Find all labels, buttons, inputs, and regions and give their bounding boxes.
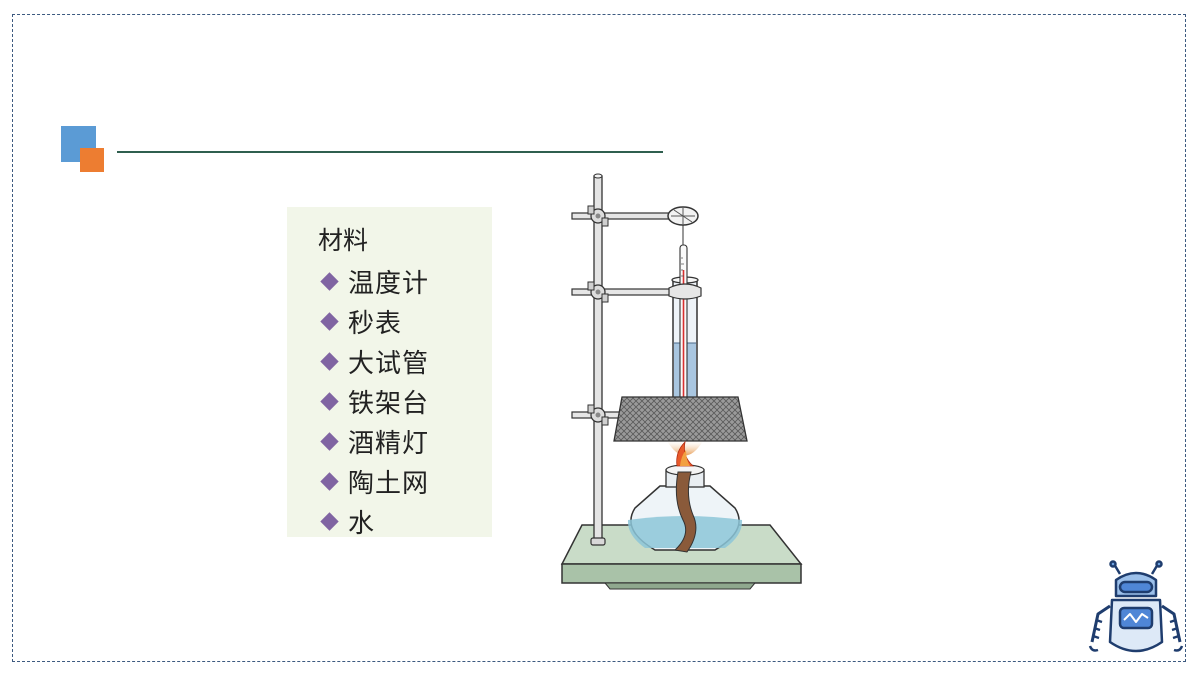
materials-item-label: 陶土网 — [348, 468, 430, 499]
materials-item: 铁架台 — [318, 381, 492, 421]
title-underline — [117, 151, 663, 153]
materials-item: 大试管 — [318, 341, 492, 381]
materials-title: 材料 — [318, 226, 369, 255]
materials-item-label: 大试管 — [348, 348, 430, 379]
materials-item: 温度计 — [318, 261, 492, 301]
top-ring-clamp — [571, 205, 699, 227]
gauze-clamp — [571, 404, 653, 426]
diamond-bullet-icon — [320, 391, 339, 411]
orange-square-decoration — [80, 148, 104, 172]
ceramic-gauze — [613, 396, 748, 442]
tube-clamp-jaws — [668, 283, 702, 300]
materials-item-label: 水 — [348, 508, 376, 539]
materials-item-label: 铁架台 — [348, 388, 430, 419]
diamond-bullet-icon — [320, 431, 339, 451]
diamond-bullet-icon — [320, 311, 339, 331]
materials-list: 温度计 秒表 大试管 铁架台 酒精灯 陶土网 水 — [318, 261, 492, 541]
heat-glow — [667, 441, 703, 456]
alcohol-lamp — [627, 440, 743, 553]
materials-item: 秒表 — [318, 301, 492, 341]
materials-item-label: 酒精灯 — [348, 428, 430, 459]
materials-item-label: 秒表 — [348, 308, 403, 339]
diamond-bullet-icon — [320, 271, 339, 291]
robot-icon — [1088, 560, 1184, 653]
materials-item-label: 温度计 — [348, 268, 430, 299]
materials-panel: 材料 温度计 秒表 大试管 铁架台 酒精灯 陶土网 水 — [287, 207, 492, 539]
stand-rod — [590, 173, 606, 546]
materials-item: 酒精灯 — [318, 421, 492, 461]
diamond-bullet-icon — [320, 351, 339, 371]
slide-border — [12, 14, 1186, 662]
thermometer — [679, 244, 688, 407]
materials-item: 水 — [318, 501, 492, 541]
materials-item: 陶土网 — [318, 461, 492, 501]
diamond-bullet-icon — [320, 511, 339, 531]
diamond-bullet-icon — [320, 471, 339, 491]
heating-apparatus-illustration — [560, 173, 803, 590]
